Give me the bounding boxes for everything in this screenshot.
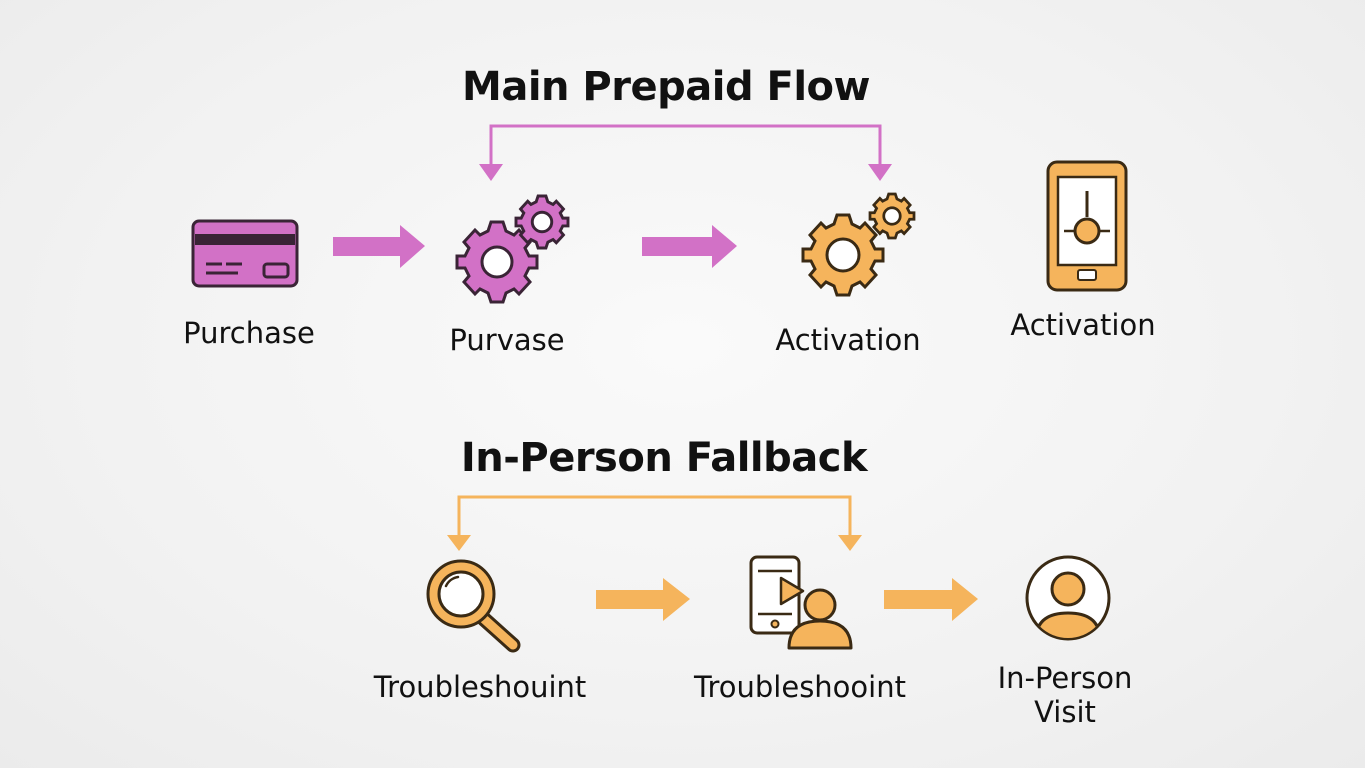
person-icon	[1025, 555, 1111, 641]
fallback-loop-arrowhead-right	[838, 535, 862, 551]
step-label-purvase: Purvase	[449, 323, 565, 357]
fallback-flow-arrow-2	[884, 578, 978, 621]
main-flow-arrow-1	[333, 225, 425, 268]
fallback-loop-arrowhead-left	[447, 535, 471, 551]
main-flow-arrow-2	[642, 225, 737, 268]
credit-card-icon	[191, 219, 299, 288]
gears-icon	[801, 192, 916, 297]
step-label-activation-phone: Activation	[1010, 308, 1156, 342]
phone-support-icon	[749, 555, 853, 650]
step-label-activation: Activation	[775, 323, 921, 357]
magnifier-icon	[426, 559, 521, 653]
step-label-troubleshooint: Troubleshooint	[694, 670, 906, 704]
fallback-flow-loop-connector	[457, 495, 852, 535]
main-loop-arrowhead-right	[868, 164, 892, 181]
smartphone-icon	[1046, 160, 1128, 292]
fallback-flow-title: In-Person Fallback	[460, 435, 868, 481]
in-person-label-line-2: Visit	[1034, 695, 1096, 729]
fallback-flow-arrow-1	[596, 578, 690, 621]
step-label-purchase: Purchase	[183, 316, 315, 350]
step-label-in-person-visit: In-Person Visit	[998, 661, 1133, 729]
in-person-label-line-1: In-Person	[997, 661, 1133, 695]
main-flow-title: Main Prepaid Flow	[462, 64, 870, 110]
step-label-troubleshouint: Troubleshouint	[373, 670, 587, 704]
gears-icon	[455, 194, 570, 304]
main-flow-loop-connector	[489, 124, 882, 164]
main-loop-arrowhead-left	[479, 164, 503, 181]
